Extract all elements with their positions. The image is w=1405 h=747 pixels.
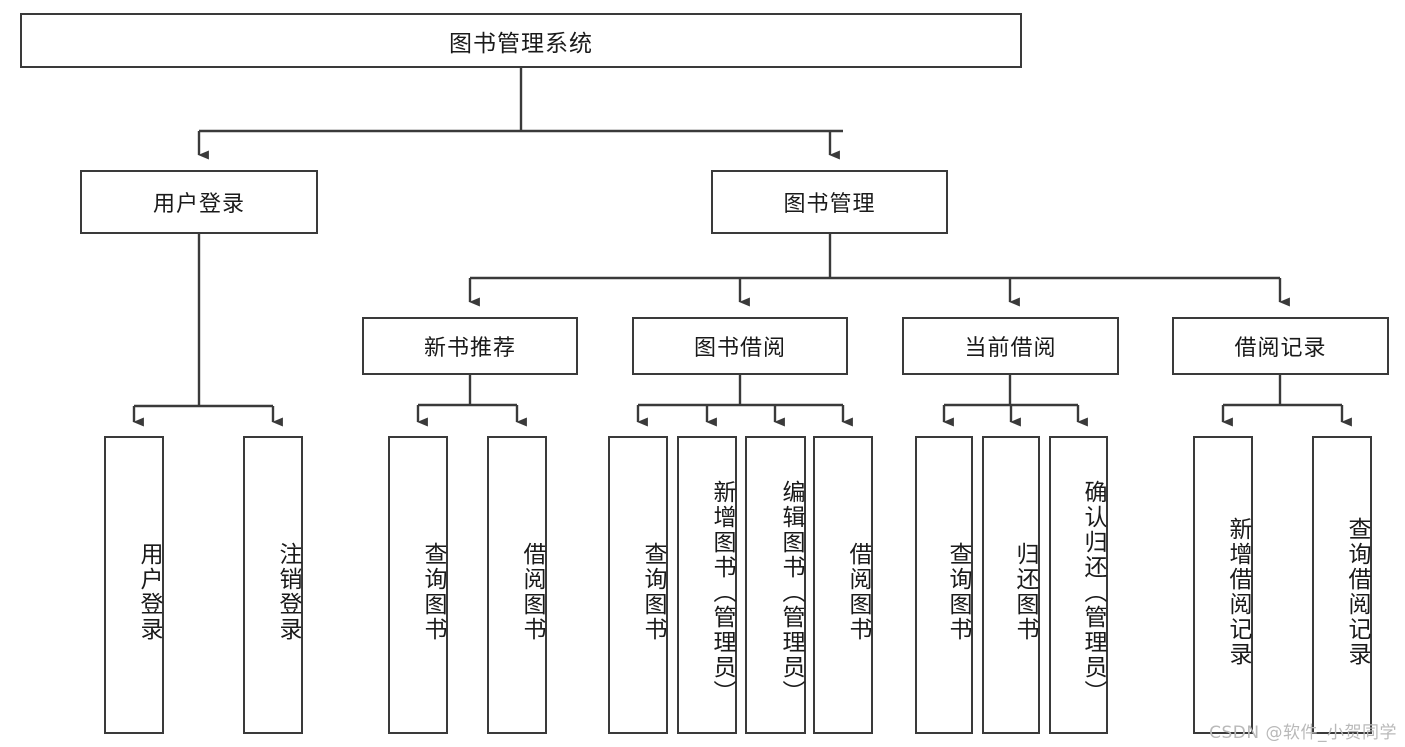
leaf-borrow-book[interactable]: 借阅图书 — [813, 436, 873, 734]
leaf-query-books-current[interactable]: 查询图书 — [915, 436, 973, 734]
leaf-query-borrow-record[interactable]: 查询借阅记录 — [1312, 436, 1372, 734]
leaf-borrow-books-recommend[interactable]: 借阅图书 — [487, 436, 547, 734]
leaf-logout[interactable]: 注销登录 — [243, 436, 303, 734]
leaf-query-books-borrow[interactable]: 查询图书 — [608, 436, 668, 734]
node-borrow-record[interactable]: 借阅记录 — [1172, 317, 1389, 375]
leaf-add-book-admin[interactable]: 新增图书（管理员） — [677, 436, 737, 734]
leaf-add-borrow-record[interactable]: 新增借阅记录 — [1193, 436, 1253, 734]
node-current-borrow[interactable]: 当前借阅 — [902, 317, 1119, 375]
node-new-book-recommend[interactable]: 新书推荐 — [362, 317, 578, 375]
node-book-borrow[interactable]: 图书借阅 — [632, 317, 848, 375]
node-user-login[interactable]: 用户登录 — [80, 170, 318, 234]
leaf-query-books-recommend[interactable]: 查询图书 — [388, 436, 448, 734]
watermark: CSDN @软件_小贺同学 — [1209, 723, 1397, 743]
leaf-return-book[interactable]: 归还图书 — [982, 436, 1040, 734]
node-root-system[interactable]: 图书管理系统 — [20, 13, 1022, 68]
leaf-confirm-return-admin[interactable]: 确认归还（管理员） — [1049, 436, 1108, 734]
leaf-edit-book-admin[interactable]: 编辑图书（管理员） — [745, 436, 806, 734]
leaf-user-login[interactable]: 用户登录 — [104, 436, 164, 734]
node-book-management[interactable]: 图书管理 — [711, 170, 948, 234]
